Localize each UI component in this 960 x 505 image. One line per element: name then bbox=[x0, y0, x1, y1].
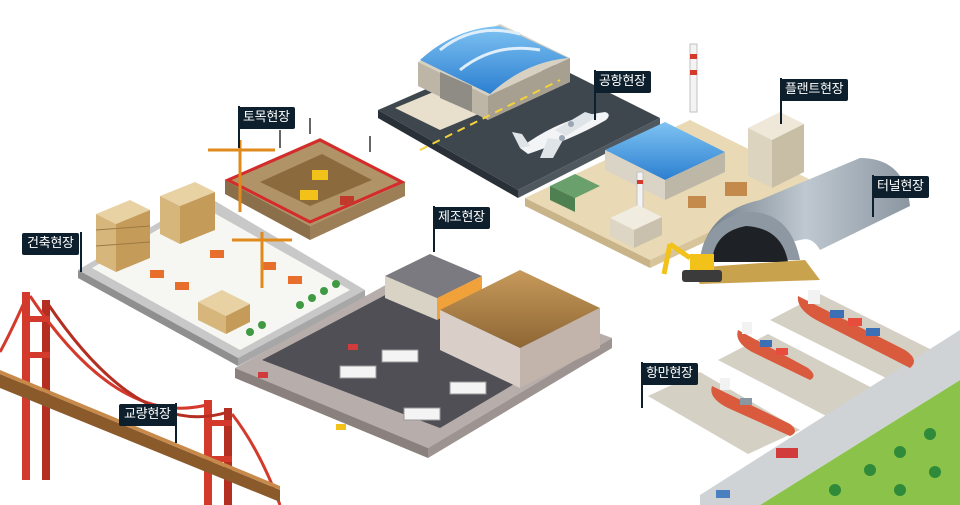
bridge-tower-right bbox=[204, 400, 232, 505]
airport-site bbox=[378, 24, 660, 198]
label-civil: 토목현장 bbox=[238, 107, 295, 129]
label-building: 건축현장 bbox=[22, 233, 79, 255]
flag-building[interactable]: 건축현장 bbox=[22, 232, 82, 272]
civil-site bbox=[208, 118, 406, 240]
label-airport: 공항현장 bbox=[594, 71, 651, 93]
excavator-graphic bbox=[661, 241, 722, 282]
label-tunnel: 터널현장 bbox=[872, 176, 929, 198]
flag-tunnel[interactable]: 터널현장 bbox=[872, 175, 929, 217]
harbor-site bbox=[648, 240, 960, 505]
bridge-site bbox=[0, 292, 282, 505]
cargo-ship-2 bbox=[737, 322, 814, 380]
label-bridge: 교량현장 bbox=[119, 404, 176, 426]
flag-civil[interactable]: 토목현장 bbox=[238, 106, 295, 148]
tunnel-site bbox=[661, 158, 910, 284]
flag-plant[interactable]: 플랜트현장 bbox=[780, 78, 849, 124]
flag-airport[interactable]: 공항현장 bbox=[594, 70, 651, 120]
manufacturing-site bbox=[235, 254, 612, 458]
flag-harbor[interactable]: 항만현장 bbox=[641, 362, 698, 408]
label-manufacturing: 제조현장 bbox=[433, 207, 490, 229]
building-site bbox=[78, 182, 365, 366]
flag-bridge[interactable]: 교량현장 bbox=[119, 403, 177, 443]
label-harbor: 항만현장 bbox=[641, 363, 698, 385]
label-plant: 플랜트현장 bbox=[780, 79, 849, 101]
flag-manufacturing[interactable]: 제조현장 bbox=[433, 206, 490, 252]
airplane-graphic bbox=[512, 112, 609, 158]
cargo-ship-3 bbox=[711, 378, 795, 436]
cargo-ship-1 bbox=[797, 290, 914, 368]
